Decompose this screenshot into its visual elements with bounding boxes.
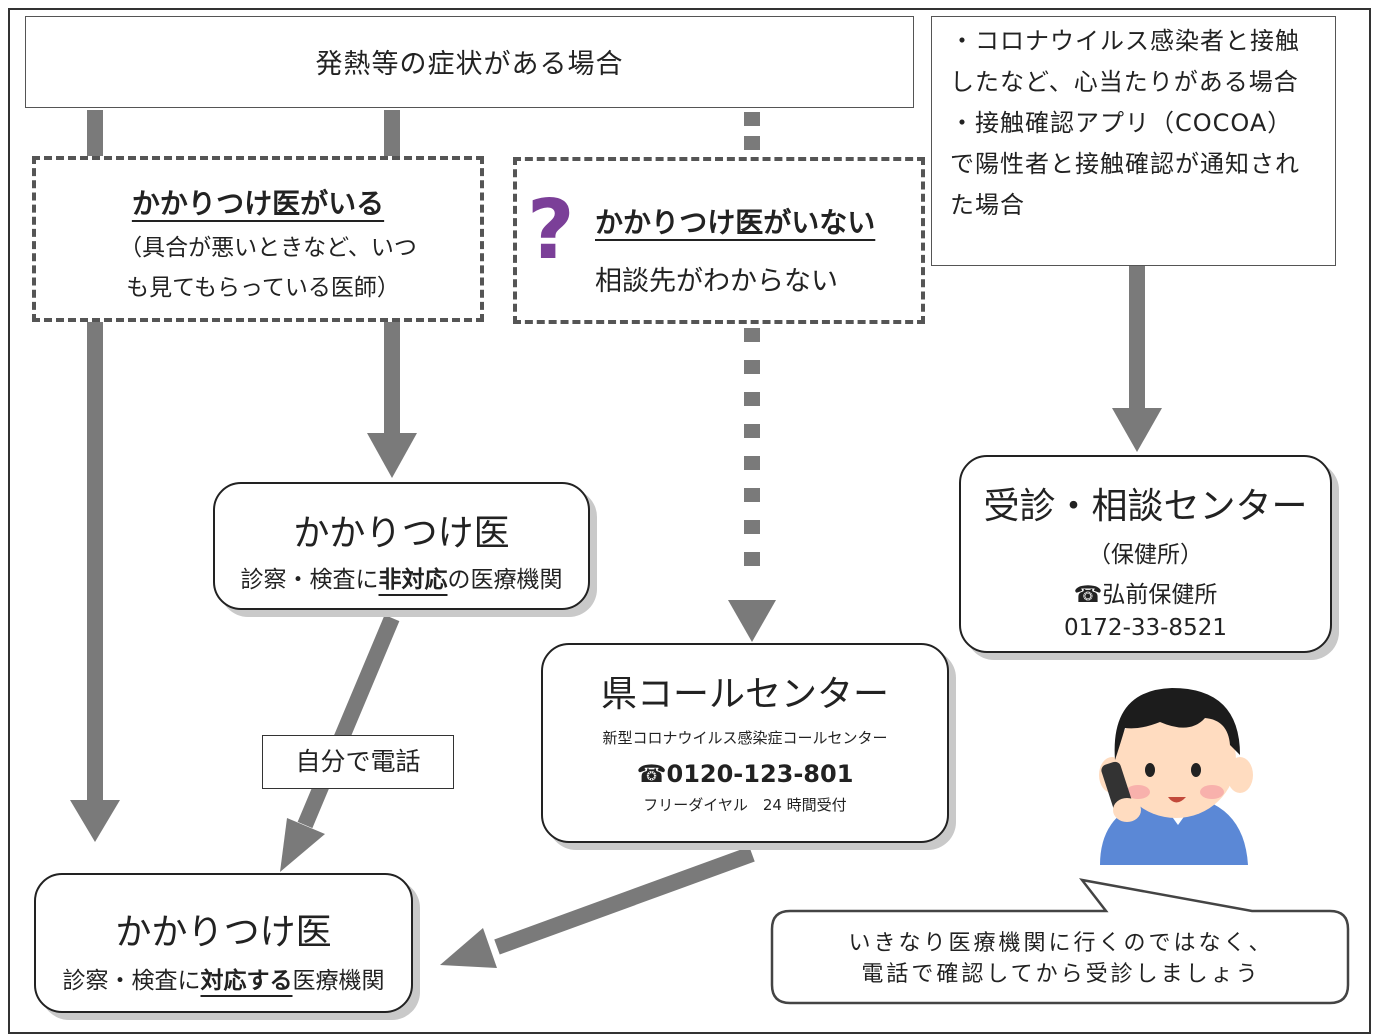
doctor-supported-desc-pre: 診察・検査に <box>62 968 201 994</box>
diagram-frame <box>8 8 1371 1034</box>
arrow-fever-to-no-doctor <box>744 112 760 150</box>
has-doctor-box: かかりつけ医がいる （具合が悪いときなど、いつ も見てもらっている医師） <box>32 156 484 322</box>
consult-center-phone: 0172-33-8521 <box>1064 615 1227 641</box>
fever-case-label: 発熱等の症状がある場合 <box>315 49 624 80</box>
pref-call-center-box: 県コールセンター 新型コロナウイルス感染症コールセンター ☎0120-123-8… <box>541 643 949 843</box>
pref-call-center-sub: 新型コロナウイルス感染症コールセンター <box>602 729 888 747</box>
contact-case-line: したなど、心当たりがある場合 <box>950 68 1299 96</box>
call-yourself-label: 自分で電話 <box>295 747 421 776</box>
doctor-unsupported-desc-em: 非対応 <box>378 567 448 593</box>
has-doctor-desc-1: （具合が悪いときなど、いつ <box>119 235 417 261</box>
no-doctor-box: ? かかりつけ医がいない 相談先がわからない <box>513 157 925 324</box>
doctor-unsupported-desc-post: の医療機関 <box>447 567 563 593</box>
doctor-unsupported-box: かかりつけ医 診察・検査に非対応の医療機関 <box>213 482 590 610</box>
arrow-unsupported-to-supported <box>280 614 400 872</box>
doctor-supported-desc-post: 医療機関 <box>292 968 385 994</box>
contact-case-line: ・接触確認アプリ（COCOA） <box>950 109 1293 137</box>
has-doctor-desc-2: も見てもらっている医師） <box>126 275 400 301</box>
consult-center-sub: （保健所） <box>1088 542 1203 568</box>
pref-call-center-title: 県コールセンター <box>600 674 889 715</box>
speech-line-1: いきなり医療機関に行くのではなく、 <box>848 931 1274 956</box>
doctor-supported-title: かかりつけ医 <box>115 912 332 953</box>
fever-case-box: 発熱等の症状がある場合 <box>25 16 914 108</box>
arrow-contact-to-consult-center <box>1112 265 1162 452</box>
speech-bubble-shape <box>770 878 1350 1005</box>
phone-icon <box>1101 761 1141 822</box>
doctor-unsupported-desc-pre: 診察・検査に <box>240 567 379 593</box>
doctor-unsupported-title: かかりつけ医 <box>293 513 510 554</box>
consult-center-office: ☎弘前保健所 <box>1073 582 1218 608</box>
contact-case-box: ・コロナウイルス感染者と接触 したなど、心当たりがある場合 ・接触確認アプリ（C… <box>931 16 1336 266</box>
pref-call-center-phone: ☎0120-123-801 <box>636 760 854 788</box>
doctor-unsupported-desc: 診察・検査に非対応の医療機関 <box>215 560 588 594</box>
consult-center-box: 受診・相談センター （保健所） ☎弘前保健所 0172-33-8521 <box>959 455 1332 653</box>
no-doctor-title: かかりつけ医がいない <box>595 206 876 239</box>
contact-case-text: ・コロナウイルス感染者と接触 したなど、心当たりがある場合 ・接触確認アプリ（C… <box>932 17 1335 226</box>
contact-case-line: た場合 <box>950 191 1025 219</box>
pref-call-center-note: フリーダイヤル 24 時間受付 <box>643 796 847 814</box>
consult-center-title: 受診・相談センター <box>983 486 1308 527</box>
speech-line-2: 電話で確認してから受診しましょう <box>861 962 1261 987</box>
has-doctor-title: かかりつけ医がいる <box>131 187 385 220</box>
doctor-supported-desc-em: 対応する <box>200 968 293 994</box>
contact-case-line: ・コロナウイルス感染者と接触 <box>950 27 1300 55</box>
no-doctor-desc: 相談先がわからない <box>595 266 838 297</box>
speech-text: いきなり医療機関に行くのではなく、 電話で確認してから受診しましょう <box>776 913 1346 999</box>
arrow-call-center-to-supported <box>440 846 755 968</box>
call-yourself-box: 自分で電話 <box>262 735 454 789</box>
doctor-supported-desc: 診察・検査に対応する医療機関 <box>36 961 411 995</box>
arrow-no-doctor-to-call-center <box>728 328 776 642</box>
doctor-supported-box: かかりつけ医 診察・検査に対応する医療機関 <box>34 873 413 1013</box>
contact-case-line: で陽性者と接触確認が通知され <box>950 150 1300 178</box>
question-mark-icon: ? <box>527 183 575 278</box>
